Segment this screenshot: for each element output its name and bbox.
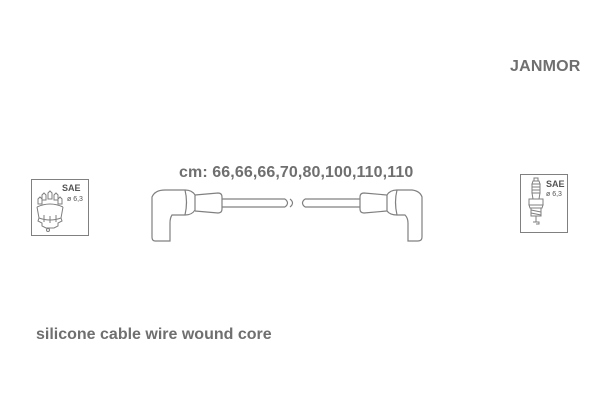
left-boot [151, 189, 196, 242]
distributor-diameter-label: ø 6,3 [67, 196, 83, 203]
distributor-cap-icon [36, 190, 64, 232]
distributor-standard-label: SAE [62, 183, 81, 193]
right-boot [359, 192, 388, 214]
spark-plug-icon [528, 177, 544, 225]
cable-right-segment [305, 198, 360, 208]
spark-plug-standard-label: SAE [546, 179, 565, 189]
brand-name: JANMOR [510, 58, 581, 75]
cable-lengths-label: cm: 66,66,66,70,80,100,110,110 [179, 164, 414, 181]
ignition-cable-drawing [151, 189, 423, 242]
spark-plug-terminal-box: SAE ø 6,3 [520, 174, 568, 233]
distributor-terminal-box: SAE ø 6,3 [31, 179, 89, 236]
cable-description: silicone cable wire wound core [36, 326, 272, 343]
spark-plug-diameter-label: ø 6,3 [546, 191, 562, 198]
cable-left-segment [222, 198, 285, 208]
